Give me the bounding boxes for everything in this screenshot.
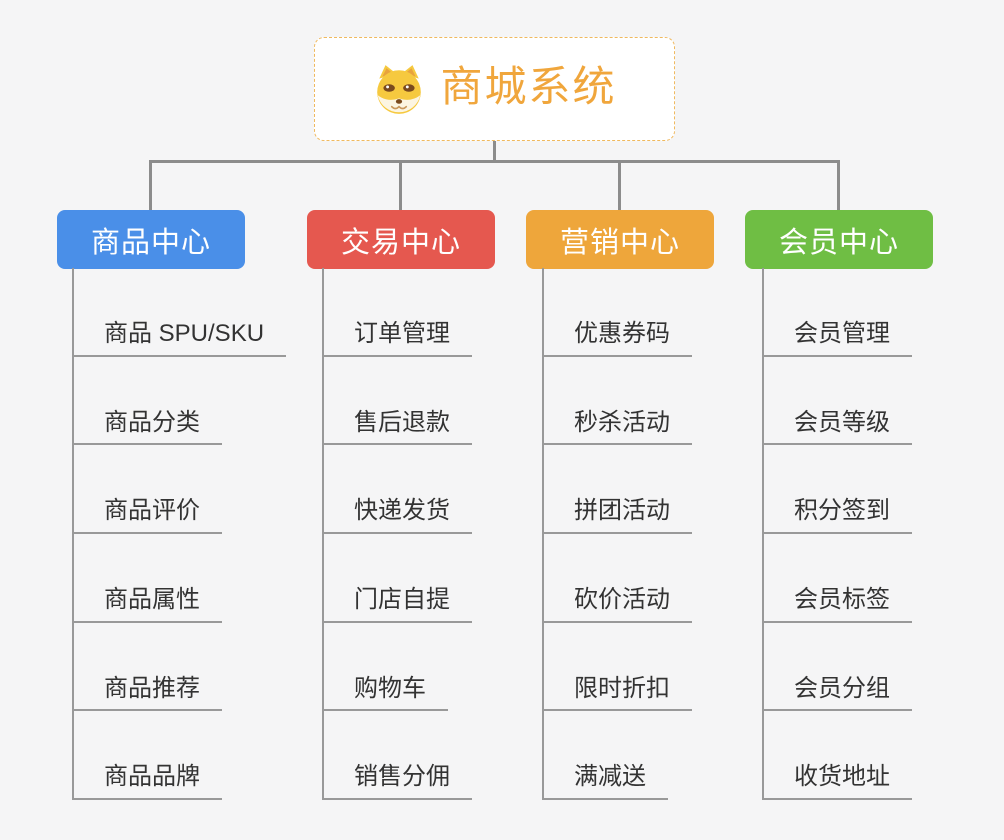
shiba-dog-face-icon <box>377 65 422 114</box>
root-node[interactable]: 商城系统 <box>314 37 675 141</box>
leaf-node[interactable]: 会员管理 <box>762 320 912 357</box>
leaf-node[interactable]: 会员等级 <box>762 409 912 446</box>
leaf-node[interactable]: 订单管理 <box>322 320 472 357</box>
branch-node-member-center[interactable]: 会员中心 <box>745 210 933 269</box>
leaf-node[interactable]: 商品 SPU/SKU <box>72 320 287 357</box>
branch-children-member-center: 会员管理 会员等级 积分签到 会员标签 会员分组 收货地址 <box>762 268 912 801</box>
leaf-node[interactable]: 销售分佣 <box>322 763 472 801</box>
leaf-node[interactable]: 商品推荐 <box>72 675 222 712</box>
leaf-node[interactable]: 门店自提 <box>322 586 472 623</box>
leaf-node[interactable]: 限时折扣 <box>542 675 692 712</box>
branch-label: 商品中心 <box>90 226 211 259</box>
leaf-node[interactable]: 满减送 <box>542 763 668 801</box>
branch-label: 会员中心 <box>778 226 899 259</box>
branch-node-marketing-center[interactable]: 营销中心 <box>526 210 714 269</box>
leaf-node[interactable]: 快递发货 <box>322 497 472 535</box>
connector-root-drop <box>493 141 496 163</box>
connector-drop-branch-2 <box>399 160 402 210</box>
leaf-node[interactable]: 购物车 <box>322 675 448 712</box>
branch-node-product-center[interactable]: 商品中心 <box>57 210 245 269</box>
leaf-node[interactable]: 会员分组 <box>762 675 912 712</box>
leaf-node[interactable]: 秒杀活动 <box>542 409 692 446</box>
branch-children-product-center: 商品 SPU/SKU 商品分类 商品评价 商品属性 商品推荐 商品品牌 <box>72 268 287 801</box>
branch-children-trade-center: 订单管理 售后退款 快递发货 门店自提 购物车 销售分佣 <box>322 268 472 801</box>
connector-rail <box>149 160 840 163</box>
connector-drop-branch-1 <box>149 160 152 210</box>
branch-label: 交易中心 <box>340 226 461 259</box>
leaf-node[interactable]: 积分签到 <box>762 497 912 535</box>
leaf-node[interactable]: 收货地址 <box>762 763 912 801</box>
connector-drop-branch-3 <box>618 160 621 210</box>
leaf-node[interactable]: 商品分类 <box>72 409 222 446</box>
leaf-node[interactable]: 商品属性 <box>72 586 222 623</box>
branch-node-trade-center[interactable]: 交易中心 <box>307 210 495 269</box>
leaf-node[interactable]: 售后退款 <box>322 409 472 446</box>
leaf-node[interactable]: 砍价活动 <box>542 586 692 623</box>
leaf-node[interactable]: 商品评价 <box>72 497 222 535</box>
leaf-node[interactable]: 优惠券码 <box>542 320 692 357</box>
root-title: 商城系统 <box>440 63 617 110</box>
leaf-node[interactable]: 会员标签 <box>762 586 912 623</box>
branch-label: 营销中心 <box>559 226 680 259</box>
branch-children-marketing-center: 优惠券码 秒杀活动 拼团活动 砍价活动 限时折扣 满减送 <box>542 268 692 801</box>
leaf-node[interactable]: 拼团活动 <box>542 497 692 535</box>
connector-drop-branch-4 <box>837 160 840 210</box>
leaf-node[interactable]: 商品品牌 <box>72 763 222 801</box>
